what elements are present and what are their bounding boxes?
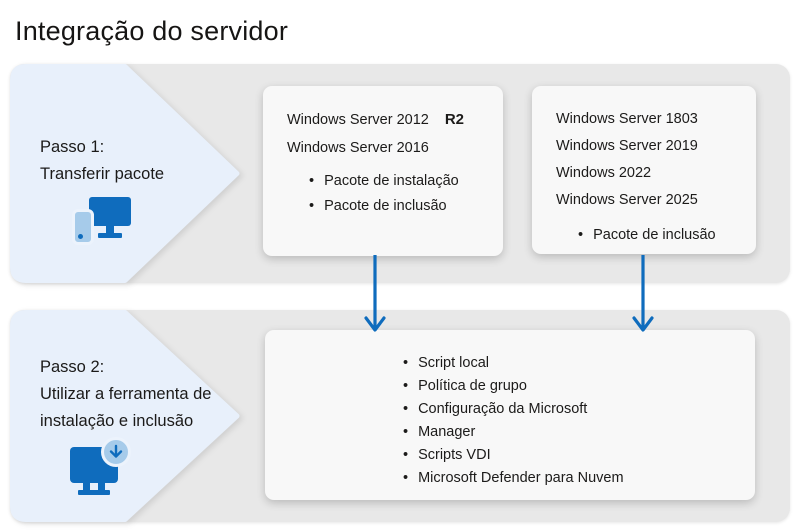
phone-button-dot: [78, 234, 83, 239]
package-list: Pacote de instalação Pacote de inclusão: [287, 172, 495, 216]
tools-list: Script local Política de grupo Configura…: [403, 352, 745, 490]
list-item: Pacote de instalação: [309, 172, 495, 191]
step1-label-line2: Transferir pacote: [40, 165, 165, 183]
os-version-text: Windows Server 2012: [287, 112, 429, 128]
package-list: Pacote de inclusão: [556, 226, 748, 245]
list-item: Pacote de inclusão: [309, 197, 495, 216]
os-version-line: Windows Server 2025: [556, 192, 698, 208]
list-item: Manager: [403, 421, 745, 444]
os-version-line: Windows Server 2012 R2: [287, 106, 495, 134]
monitor-leg: [98, 483, 105, 490]
list-item: Configuração da Microsoft: [403, 398, 745, 421]
monitor-stand-base: [98, 233, 122, 238]
os-version-line: Windows Server 1803: [556, 111, 698, 127]
monitor-shape: [89, 197, 131, 226]
step1-box-older-versions: Windows Server 2012 R2 Windows Server 201…: [263, 86, 503, 256]
monitor-download-icon: [70, 437, 136, 497]
step2-label: Passo 2: Utilizar a ferramenta de instal…: [40, 354, 212, 435]
step1-label-line1: Passo 1:: [40, 138, 105, 156]
step1-chevron: [10, 64, 240, 283]
list-item: Política de grupo: [403, 375, 745, 398]
step1-box-newer-versions: Windows Server 1803 Windows Server 2019 …: [532, 86, 756, 254]
down-arrow-left: [364, 255, 386, 332]
step2-chevron: [10, 310, 240, 522]
os-version-suffix: R2: [444, 111, 465, 128]
phone-shape: [72, 209, 94, 245]
list-item: Pacote de inclusão: [578, 226, 748, 245]
os-version-line: Windows 2022: [556, 165, 652, 181]
down-arrow-right: [632, 255, 654, 332]
page-title: Integração do servidor: [15, 16, 289, 46]
list-item: Microsoft Defender para Nuvem: [403, 467, 745, 490]
monitor-stand-base: [78, 490, 110, 495]
os-version-line: Windows Server 2019: [556, 138, 698, 154]
monitor-stand-stem: [106, 226, 114, 233]
devices-icon: [72, 197, 132, 249]
step2-box-tools: Script local Política de grupo Configura…: [265, 330, 755, 500]
step2-band: Passo 2: Utilizar a ferramenta de instal…: [10, 310, 790, 522]
os-version-line: Windows Server 2016: [287, 140, 429, 156]
list-item: Scripts VDI: [403, 444, 745, 467]
step1-label: Passo 1: Transferir pacote: [40, 134, 164, 188]
download-badge: [101, 437, 131, 467]
monitor-leg: [83, 483, 90, 490]
step2-label-line3: instalação e inclusão: [40, 412, 194, 430]
step2-label-line1: Passo 2:: [40, 358, 105, 376]
list-item: Script local: [403, 352, 745, 375]
step2-label-line2: Utilizar a ferramenta de: [40, 385, 212, 403]
step1-band: Passo 1: Transferir pacote Windows Serve…: [10, 64, 790, 283]
download-arrow-icon: [109, 444, 123, 458]
